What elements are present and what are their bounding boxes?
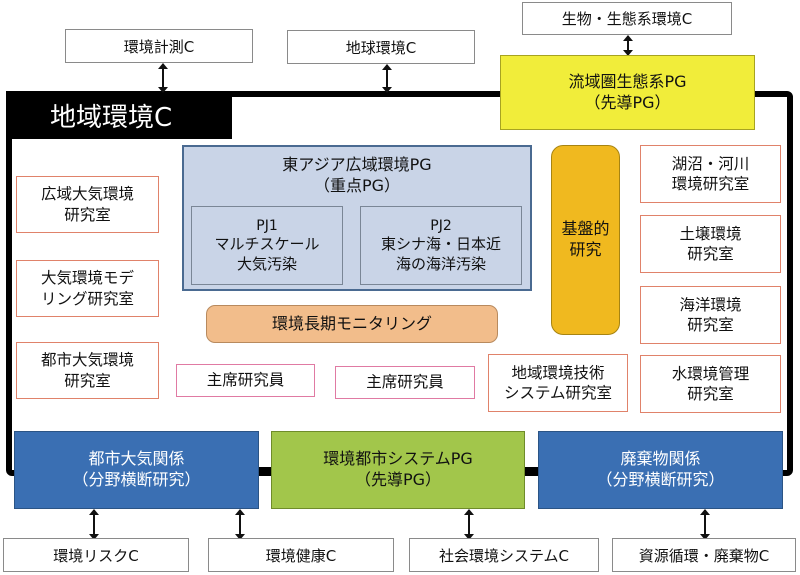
- center-title: 地域環境C: [6, 91, 232, 139]
- label: システム研究室: [503, 384, 613, 402]
- label: 社会環境システムC: [438, 546, 570, 565]
- label: 環境計測C: [123, 37, 195, 56]
- external-center-environmental-measurement[interactable]: 環境計測C: [65, 29, 253, 63]
- project-id: PJ1: [256, 217, 278, 234]
- label: 環境健康C: [265, 546, 337, 565]
- chief-researcher-1[interactable]: 主席研究員: [176, 364, 315, 397]
- external-center-global-environment[interactable]: 地球環境C: [287, 30, 475, 64]
- label: 東シナ海・日本近: [380, 235, 501, 254]
- label: 地域環境技術: [511, 363, 605, 382]
- label: 土壌環境: [679, 224, 742, 243]
- basic-research[interactable]: 基盤的 研究: [551, 145, 620, 335]
- label: 大気汚染: [236, 254, 297, 273]
- connector-bar: [524, 467, 539, 474]
- bidirectional-arrow-icon: [623, 35, 633, 56]
- label: 地球環境C: [345, 38, 417, 57]
- label: 都市大気関係: [88, 449, 185, 469]
- label: 研究室: [687, 385, 734, 403]
- label: 研究室: [64, 371, 111, 390]
- label: 主席研究員: [366, 373, 444, 392]
- program-type: （先導PG）: [354, 470, 442, 489]
- label: 研究室: [64, 205, 111, 224]
- label: 環境長期モニタリング: [271, 313, 432, 333]
- label: 廃棄物関係: [620, 449, 701, 469]
- program-type: （先導PG）: [584, 92, 671, 112]
- bidirectional-arrow-icon: [235, 509, 245, 540]
- project-pj2[interactable]: PJ2 東シナ海・日本近 海の海洋汚染: [360, 206, 522, 285]
- external-center-environmental-risk[interactable]: 環境リスクC: [3, 538, 189, 572]
- bidirectional-arrow-icon: [700, 509, 710, 540]
- external-center-biodiversity[interactable]: 生物・生態系環境C: [522, 2, 732, 35]
- bidirectional-arrow-icon: [89, 509, 99, 540]
- center-title-text: 地域環境C: [50, 102, 173, 133]
- program-basin-ecosystem[interactable]: 流域圏生態系PG （先導PG）: [500, 55, 755, 130]
- label: 都市大気環境: [40, 351, 134, 370]
- program-type: （重点PG）: [313, 175, 401, 195]
- label: 資源循環・廃棄物C: [638, 546, 770, 565]
- bidirectional-arrow-icon: [464, 509, 474, 540]
- label: 湖沼・河川: [671, 154, 750, 173]
- label: マルチスケール: [214, 235, 320, 254]
- bidirectional-arrow-icon: [158, 63, 168, 93]
- label: 生物・生態系環境C: [561, 10, 693, 28]
- program-name: 環境都市システムPG: [323, 449, 473, 469]
- label: （分野横断研究）: [72, 470, 201, 489]
- cross-field-urban-atmosphere[interactable]: 都市大気関係 （分野横断研究）: [14, 431, 259, 509]
- label: 海洋環境: [679, 295, 742, 314]
- label: 環境リスクC: [53, 546, 139, 565]
- lab-urban-atmosphere[interactable]: 都市大気環境 研究室: [16, 342, 159, 399]
- lab-regional-env-tech-system[interactable]: 地域環境技術 システム研究室: [488, 354, 628, 412]
- label: 研究室: [687, 245, 734, 263]
- label: 研究: [569, 240, 602, 259]
- cross-field-waste[interactable]: 廃棄物関係 （分野横断研究）: [538, 431, 783, 509]
- program-name: 東アジア広域環境PG: [282, 155, 432, 174]
- external-center-material-cycles-waste[interactable]: 資源循環・廃棄物C: [612, 538, 796, 572]
- bidirectional-arrow-icon: [382, 64, 392, 93]
- label: 主席研究員: [206, 371, 285, 390]
- lab-soil[interactable]: 土壌環境 研究室: [640, 215, 781, 273]
- label: 基盤的: [561, 219, 610, 239]
- label: 研究室: [687, 316, 734, 334]
- lab-marine[interactable]: 海洋環境 研究室: [640, 286, 781, 344]
- project-pj1[interactable]: PJ1 マルチスケール 大気汚染: [191, 206, 343, 285]
- project-id: PJ2: [430, 217, 452, 234]
- label: （分野横断研究）: [596, 470, 725, 489]
- lab-water-management[interactable]: 水環境管理 研究室: [640, 355, 781, 413]
- external-center-social-systems[interactable]: 社会環境システムC: [409, 538, 599, 572]
- chief-researcher-2[interactable]: 主席研究員: [335, 366, 475, 399]
- long-term-monitoring[interactable]: 環境長期モニタリング: [206, 305, 498, 343]
- lab-atmospheric-modeling[interactable]: 大気環境モデ リング研究室: [16, 260, 159, 317]
- connector-bar: [258, 467, 273, 474]
- lab-wide-area-atmosphere[interactable]: 広域大気環境 研究室: [16, 176, 159, 233]
- label: 大気環境モデ: [40, 269, 134, 288]
- label: 海の海洋汚染: [395, 254, 486, 273]
- label: 水環境管理: [671, 364, 750, 383]
- external-center-environmental-health[interactable]: 環境健康C: [208, 538, 394, 572]
- program-urban-environment-system[interactable]: 環境都市システムPG （先導PG）: [271, 431, 525, 509]
- program-name: 流域圏生態系PG: [568, 71, 687, 91]
- lab-lake-river[interactable]: 湖沼・河川 環境研究室: [640, 145, 781, 203]
- label: 広域大気環境: [40, 185, 134, 204]
- label: リング研究室: [40, 289, 134, 308]
- label: 環境研究室: [671, 175, 750, 193]
